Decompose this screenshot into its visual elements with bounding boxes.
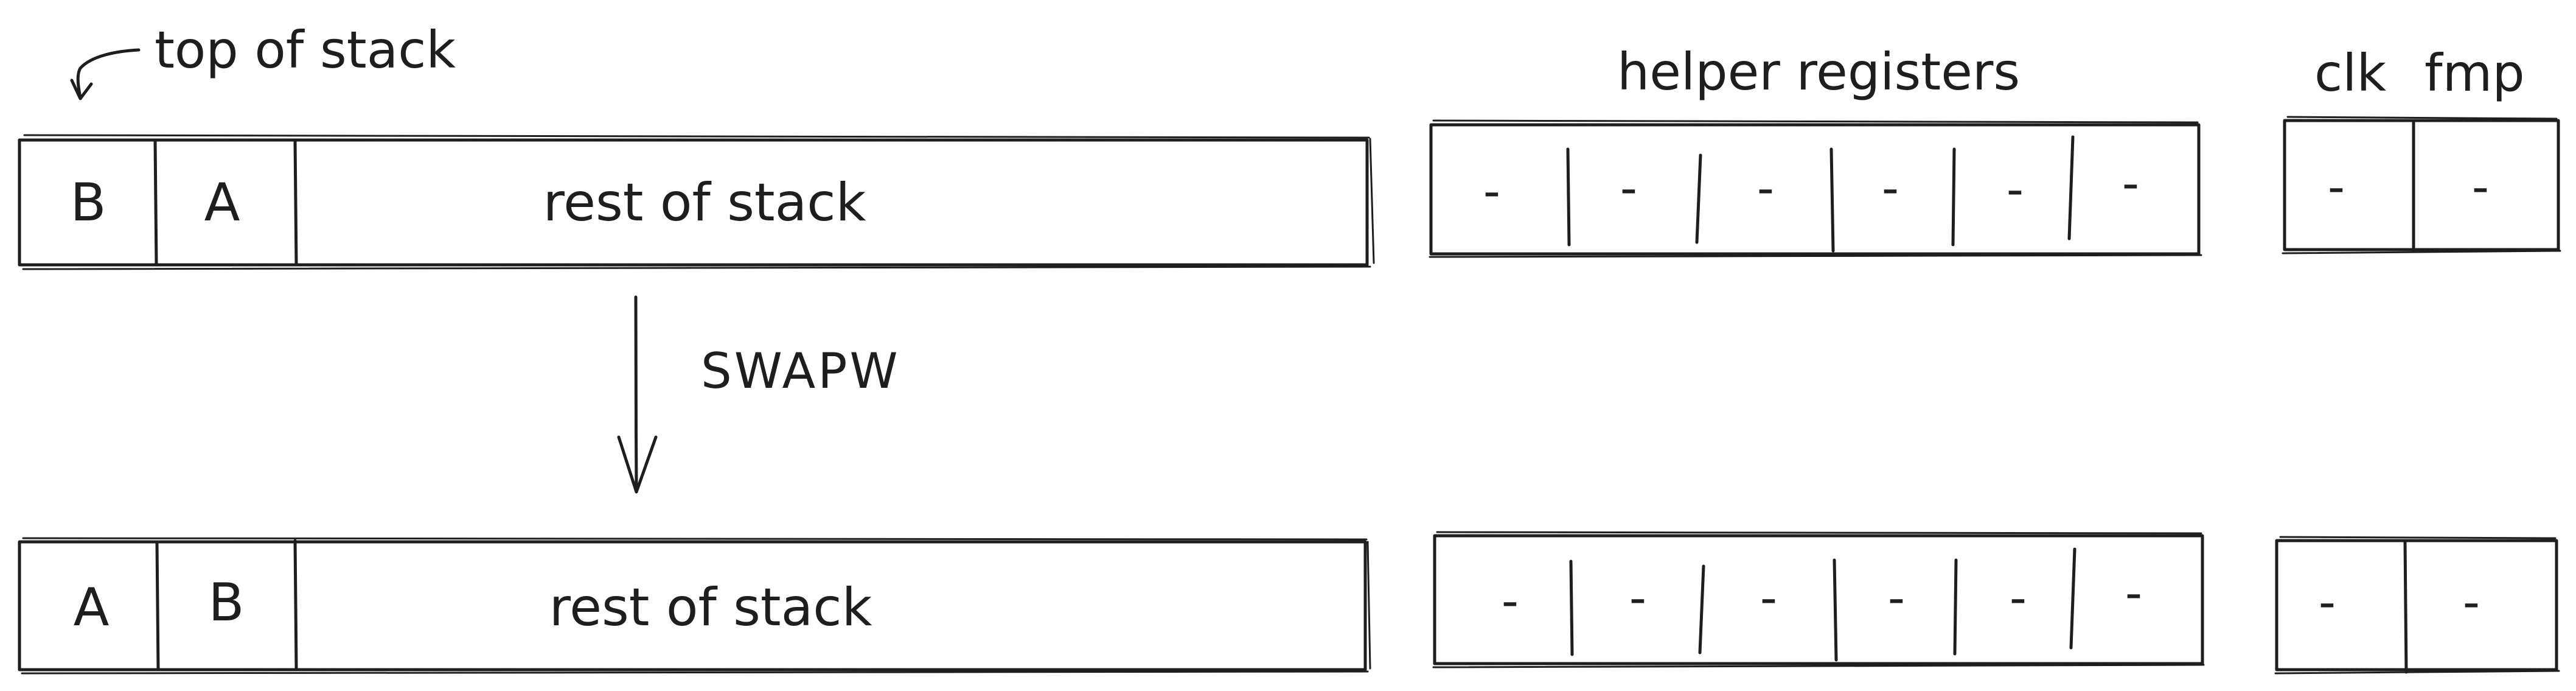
before-rest-of-stack: rest of stack xyxy=(543,172,866,233)
before-fmp-value: - xyxy=(2471,160,2490,215)
before-helper-2: - xyxy=(1756,161,1775,216)
helper-registers-label: helper registers xyxy=(1617,42,2021,102)
after-helper-registers-box xyxy=(1432,531,2205,668)
before-stack-cell-0: B xyxy=(70,172,106,233)
before-stack-cell-1: A xyxy=(204,172,240,233)
after-stack-cell-1: B xyxy=(208,572,245,633)
operation-label: SWAPW xyxy=(701,343,900,399)
after-helper-3: - xyxy=(1887,571,1906,626)
before-helper-registers-box xyxy=(1429,119,2202,258)
swapw-arrow xyxy=(617,295,658,494)
after-clk-value: - xyxy=(2318,575,2336,630)
after-rest-of-stack: rest of stack xyxy=(549,577,872,638)
after-stack-cell-0: A xyxy=(73,577,110,638)
before-helper-1: - xyxy=(1620,161,1638,216)
fmp-label: fmp xyxy=(2425,43,2525,103)
after-helper-4: - xyxy=(2009,571,2027,626)
before-helper-3: - xyxy=(1881,161,1899,216)
top-of-stack-pointer-arrow xyxy=(70,48,141,100)
before-helper-0: - xyxy=(1483,164,1501,219)
after-helper-5: - xyxy=(2125,566,2143,621)
after-helper-1: - xyxy=(1629,571,1647,626)
before-helper-5: - xyxy=(2122,156,2140,211)
after-fmp-value: - xyxy=(2462,575,2480,630)
after-stack-bar xyxy=(18,537,1371,675)
before-stack-bar xyxy=(18,134,1375,270)
after-clk-fmp-box xyxy=(2274,536,2560,675)
top-of-stack-label: top of stack xyxy=(155,20,456,80)
after-helper-2: - xyxy=(1760,571,1778,626)
before-clk-fmp-box xyxy=(2282,116,2561,254)
before-helper-4: - xyxy=(2006,163,2024,217)
clk-label: clk xyxy=(2314,43,2387,103)
after-helper-0: - xyxy=(1501,574,1519,629)
before-clk-value: - xyxy=(2327,160,2345,215)
